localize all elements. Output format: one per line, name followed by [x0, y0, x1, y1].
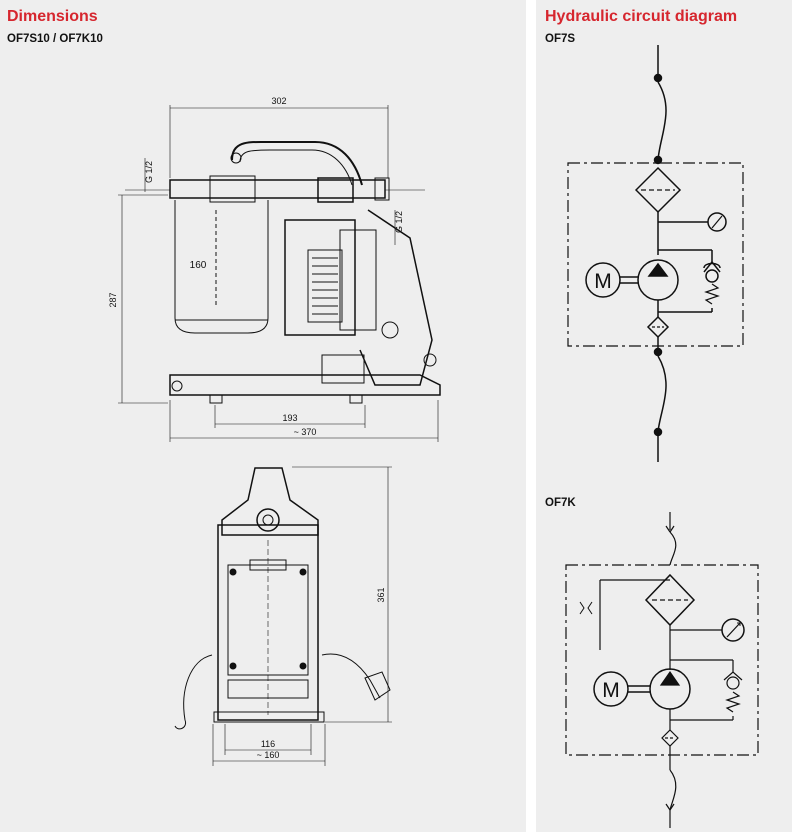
dimension-drawings: 302 287 160 G 1/2 G 1/2 193 ~ 370 361 11…: [108, 96, 441, 766]
side-view-drawing: [118, 105, 441, 442]
dimensions-panel: [0, 0, 526, 832]
dim-193: 193: [282, 413, 297, 423]
dim-302: 302: [271, 96, 286, 106]
dim-g12-left: G 1/2: [144, 161, 154, 183]
panel-divider: [526, 0, 536, 832]
circuit-title: Hydraulic circuit diagram: [545, 8, 738, 25]
dim-160-front: ~ 160: [257, 750, 280, 760]
dim-370: ~ 370: [294, 427, 317, 437]
dim-287: 287: [108, 292, 118, 307]
dimensions-subtitle: OF7S10 / OF7K10: [7, 33, 103, 45]
dim-g12-right: G 1/2: [394, 211, 404, 233]
circuit-b-label: OF7K: [545, 497, 576, 509]
front-view-drawing: [174, 466, 392, 766]
dim-116: 116: [261, 739, 275, 749]
dimensions-title: Dimensions: [7, 8, 98, 25]
dim-160-filter: 160: [190, 260, 207, 271]
circuit-a-label: OF7S: [545, 33, 576, 45]
dim-361: 361: [376, 587, 386, 602]
circuit-panel: [536, 0, 792, 832]
